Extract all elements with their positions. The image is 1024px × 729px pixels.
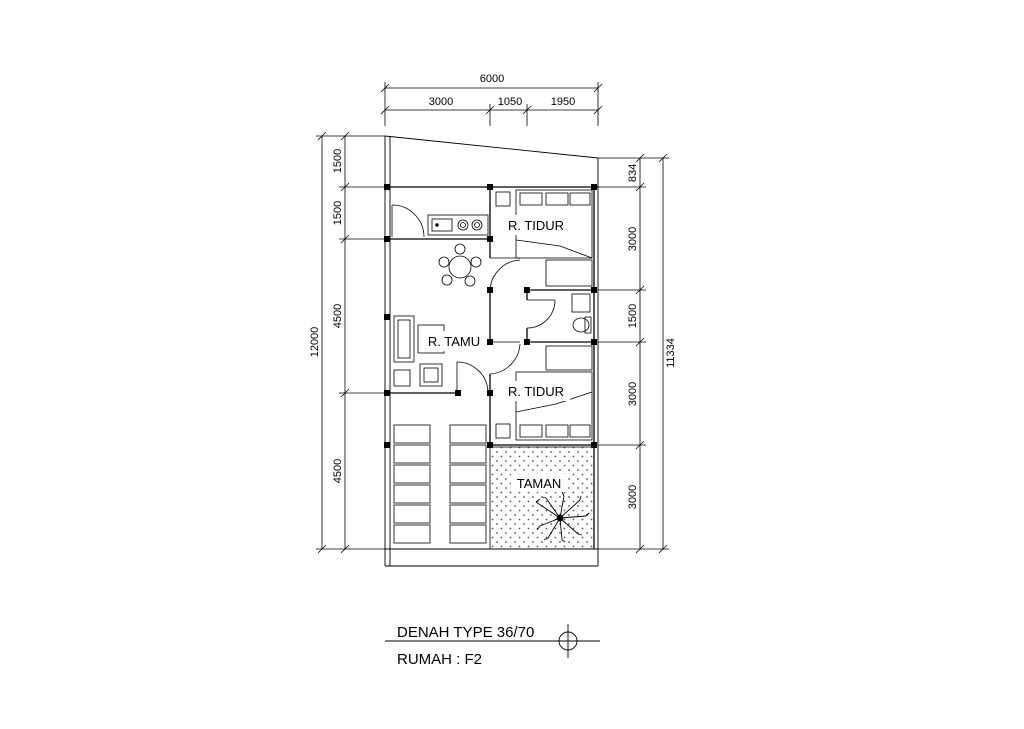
dim-right-segment-5: 3000 (627, 485, 639, 509)
garden-area (489, 446, 595, 550)
dim-left-segment-2: 1500 (332, 201, 344, 225)
house-code: RUMAH : F2 (397, 651, 482, 668)
bathroom-fixtures (571, 293, 592, 334)
carport-paving (393, 424, 487, 544)
door-swings (391, 204, 556, 394)
kitchen-counter (427, 214, 489, 236)
drawing-title: DENAH TYPE 36/70 (397, 624, 534, 641)
left-dimension-lines (316, 131, 385, 554)
label-bg-bedroom-2 (502, 381, 570, 401)
dim-top-segment-2: 1050 (498, 96, 522, 108)
dim-right-segment-2: 3000 (627, 227, 639, 251)
right-dimension-lines (598, 153, 669, 554)
dining-table (438, 243, 482, 287)
dim-top-total: 6000 (480, 73, 504, 85)
palm-tree-icon (535, 491, 590, 543)
dim-right-segment-1: 834 (627, 164, 639, 182)
dim-top-segment-1: 3000 (429, 96, 453, 108)
top-dimension-lines (380, 82, 603, 126)
room-label-garden: TAMAN (517, 476, 562, 491)
label-bg-bedroom-1 (502, 215, 570, 235)
room-label-bedroom-1: R. TIDUR (508, 218, 564, 233)
dim-left-segment-4: 4500 (332, 459, 344, 483)
dim-left-total: 12000 (309, 327, 321, 358)
room-label-bedroom-2: R. TIDUR (508, 384, 564, 399)
title-block-lines (385, 624, 600, 658)
dim-left-segment-1: 1500 (332, 149, 344, 173)
dim-right-segment-3: 1500 (627, 304, 639, 328)
dim-top-segment-3: 1950 (551, 96, 575, 108)
dim-right-segment-4: 3000 (627, 382, 639, 406)
label-bg-living-room (424, 331, 484, 351)
bedroom-2-furniture (495, 345, 593, 441)
label-bg-garden (511, 474, 567, 492)
dim-right-total: 11334 (665, 338, 677, 368)
bedroom-1-furniture (495, 189, 593, 287)
dim-left-segment-3: 4500 (332, 304, 344, 328)
room-label-living-room: R. TAMU (428, 334, 480, 349)
